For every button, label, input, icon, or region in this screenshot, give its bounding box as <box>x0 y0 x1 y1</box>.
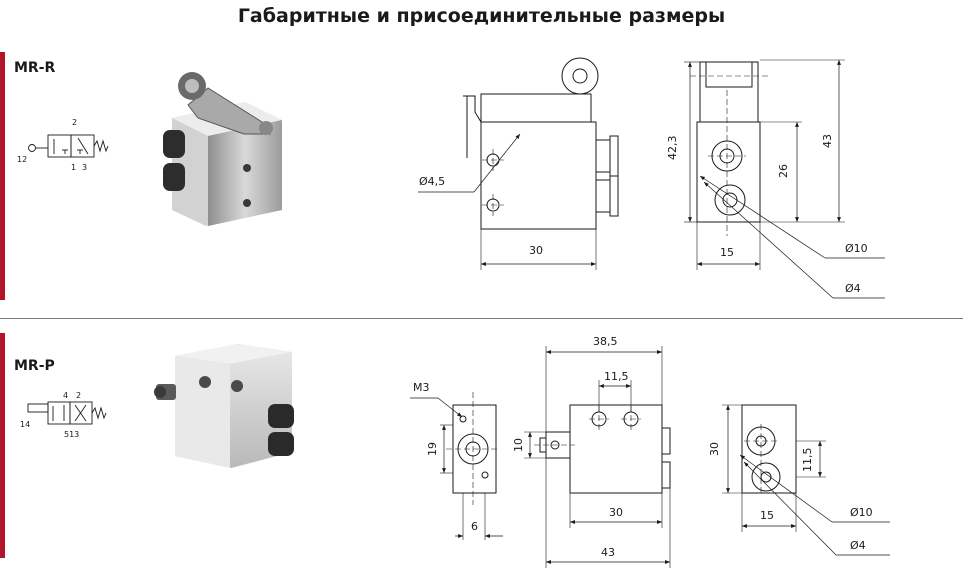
side-view-mr-r <box>684 59 885 299</box>
dim-height-total-label: 43 <box>821 134 834 148</box>
pneumatic-symbol-ports-mr-r: 2 12 1 3 <box>17 118 87 172</box>
model-label-mr-r: MR-R <box>14 60 56 76</box>
dim-end-offset-label: 15 <box>760 509 774 522</box>
dim-end-height-label: 30 <box>708 442 721 456</box>
pneumatic-symbol-mr-r <box>28 134 109 158</box>
dim-side-height-label: 19 <box>426 442 439 456</box>
dim-port-inner-label: Ø4 <box>845 282 861 295</box>
dim-hole-spacing-label: 11,5 <box>604 370 629 383</box>
dim-hole-label: Ø4,5 <box>419 175 445 188</box>
dim-plunger-label: 10 <box>512 438 525 452</box>
port-label: 12 <box>17 155 27 164</box>
pneumatic-symbol-mr-p <box>27 401 107 425</box>
section-divider <box>0 318 963 319</box>
port-label: 2 <box>76 391 81 400</box>
dim-side-offset-label: 6 <box>471 520 478 533</box>
dim-overall-bottom-label: 43 <box>601 546 615 559</box>
side-view-mr-p <box>410 392 503 540</box>
dim-port-offset-label: 15 <box>720 246 734 259</box>
dim-width-label: 30 <box>529 244 543 257</box>
section-accent-bar-mr-p <box>0 333 5 558</box>
dim-port-outer-label: Ø10 <box>845 242 868 255</box>
dim-height-overall-label: 42,3 <box>666 136 679 161</box>
dim-port-outer-label-2: Ø10 <box>850 506 873 519</box>
dim-port-inner-label-2: Ø4 <box>850 539 866 552</box>
dim-overall-top-label: 38,5 <box>593 335 618 348</box>
port-label: 4 <box>63 391 68 400</box>
port-label: 513 <box>64 430 79 439</box>
dim-body-width-label: 30 <box>609 506 623 519</box>
pneumatic-symbol-ports-mr-p: 4 2 14 513 <box>20 391 81 439</box>
front-view-mr-p <box>524 346 671 568</box>
dim-end-port-height-label: 11,5 <box>801 448 814 473</box>
section-accent-bar-mr-r <box>0 52 5 300</box>
front-view-mr-r <box>418 57 619 270</box>
port-label: 14 <box>20 420 30 429</box>
model-label-mr-p: MR-P <box>14 358 55 374</box>
page-title: Габаритные и присоединительные размеры <box>237 5 726 27</box>
port-label: 3 <box>82 163 87 172</box>
dim-port-height-label: 26 <box>777 164 790 178</box>
dim-thread-label: M3 <box>413 381 430 394</box>
product-image-mr-r <box>163 72 282 226</box>
end-view-mr-p <box>722 404 890 556</box>
port-label: 1 <box>71 163 76 172</box>
product-image-mr-p <box>154 344 294 468</box>
port-label: 2 <box>72 118 77 127</box>
